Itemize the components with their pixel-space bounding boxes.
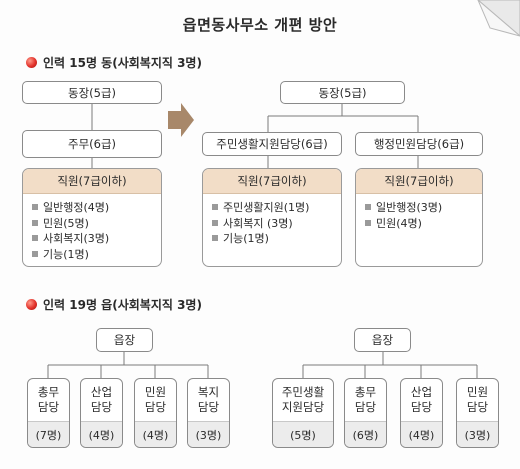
list-item: 민원(4명): [365, 216, 482, 232]
red-bullet-icon: [26, 299, 37, 310]
dept-box: 총무 담당 (7명): [27, 378, 70, 448]
staff-list: 주민생활지원(1명) 사회복지 (3명) 기능(1명): [203, 200, 341, 247]
page-fold-flap: [477, 0, 520, 37]
dept-count: (7명): [28, 421, 69, 447]
dept-name: 총무 담당: [37, 385, 60, 414]
dept-box: 산업 담당 (4명): [80, 378, 123, 448]
list-item: 일반행정(3명): [365, 200, 482, 216]
staff-card-title: 직원(7급이하): [203, 169, 341, 194]
dept-count: (4명): [81, 421, 122, 447]
list-item: 민원(5명): [32, 216, 161, 232]
dept-count: (3명): [457, 421, 498, 447]
list-item: 기능(1명): [32, 247, 161, 263]
dept-name: 총무 담당: [354, 385, 377, 414]
staff-list: 일반행정(3명) 민원(4명): [356, 200, 482, 231]
eup-head-box-new: 읍장: [354, 328, 411, 352]
staff-card-title: 직원(7급이하): [23, 169, 161, 194]
list-item: 기능(1명): [212, 231, 341, 247]
figure-title: 읍면동사무소 개편 방안: [182, 16, 338, 34]
red-bullet-icon: [26, 57, 37, 68]
dept-box: 총무 담당 (6명): [344, 378, 387, 448]
chief-box: 주무(6급): [22, 130, 162, 158]
list-item: 사회복지(3명): [32, 231, 161, 247]
dept-name: 주민생활 지원담당: [281, 385, 325, 414]
dept-name: 민원 담당: [144, 385, 167, 414]
staff-card: 직원(7급이하) 일반행정(4명) 민원(5명) 사회복지(3명) 기능(1명): [22, 168, 162, 267]
dong-head-box-new: 동장(5급): [280, 81, 405, 104]
staff-card-title: 직원(7급이하): [356, 169, 482, 194]
eup-head-box: 읍장: [96, 328, 153, 352]
dept-box: 주민생활 지원담당 (5명): [272, 378, 334, 448]
dept-count: (5명): [273, 421, 333, 447]
team-admin-civil-staff-card: 직원(7급이하) 일반행정(3명) 민원(4명): [355, 168, 483, 267]
dept-box: 민원 담당 (4명): [134, 378, 177, 448]
dept-box: 복지 담당 (3명): [187, 378, 230, 448]
dept-box: 민원 담당 (3명): [456, 378, 499, 448]
section-heading-eup: 인력 19명 읍(사회복지직 3명): [26, 296, 202, 313]
team-admin-civil-box: 행정민원담당(6급): [355, 132, 483, 156]
list-item: 사회복지 (3명): [212, 216, 341, 232]
dept-count: (4명): [401, 421, 442, 447]
dept-name: 복지 담당: [197, 385, 220, 414]
dong-head-box: 동장(5급): [22, 81, 162, 104]
dept-count: (4명): [135, 421, 176, 447]
team-resident-support-box: 주민생활지원담당(6급): [202, 132, 342, 156]
transform-arrow-icon: [168, 103, 194, 137]
dept-name: 산업 담당: [410, 385, 433, 414]
dept-box: 산업 담당 (4명): [400, 378, 443, 448]
team-resident-support-staff-card: 직원(7급이하) 주민생활지원(1명) 사회복지 (3명) 기능(1명): [202, 168, 342, 267]
dept-name: 민원 담당: [466, 385, 489, 414]
dept-count: (6명): [345, 421, 386, 447]
dept-count: (3명): [188, 421, 229, 447]
section-heading-text: 인력 19명 읍(사회복지직 3명): [43, 298, 202, 312]
dept-name: 산업 담당: [90, 385, 113, 414]
section-heading-text: 인력 15명 동(사회복지직 3명): [43, 56, 202, 70]
staff-list: 일반행정(4명) 민원(5명) 사회복지(3명) 기능(1명): [23, 200, 161, 262]
list-item: 주민생활지원(1명): [212, 200, 341, 216]
list-item: 일반행정(4명): [32, 200, 161, 216]
section-heading-dong: 인력 15명 동(사회복지직 3명): [26, 54, 202, 71]
